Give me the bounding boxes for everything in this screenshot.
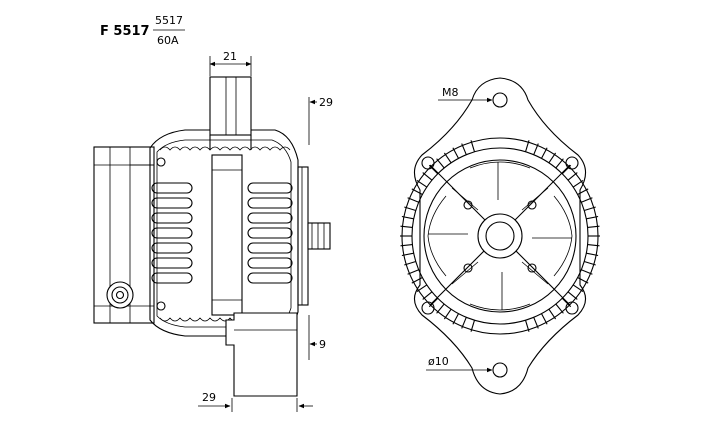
callout-thread: M8 xyxy=(438,86,493,103)
hub-bolt xyxy=(527,200,537,210)
top-mounting-lug xyxy=(209,76,252,136)
drive-shaft xyxy=(307,222,331,250)
rating-label: 60A xyxy=(157,34,179,47)
svg-text:29: 29 xyxy=(202,391,216,404)
dimension-base-offset: 29 xyxy=(198,391,313,412)
bottom-mount-hole xyxy=(492,362,508,378)
hub-bolt xyxy=(463,200,473,210)
hub-bolt xyxy=(463,263,473,273)
side-view: 21 29 9 29 xyxy=(93,50,333,412)
front-plate xyxy=(297,166,309,306)
svg-text:29: 29 xyxy=(319,96,333,109)
mounting-bracket xyxy=(413,77,587,395)
svg-text:21: 21 xyxy=(223,50,237,63)
housing-circle xyxy=(423,159,577,313)
callout-hole-diameter: ø10 xyxy=(426,355,493,373)
dimension-bottom-offset: 9 xyxy=(308,315,326,360)
stator-body xyxy=(149,129,299,337)
corner-bolt xyxy=(421,301,435,315)
front-view: M8 ø10 xyxy=(400,77,600,395)
terminal-post xyxy=(106,281,134,309)
hub-bolt xyxy=(527,263,537,273)
bottom-mounting-lug xyxy=(225,312,298,397)
corner-bolt xyxy=(565,156,579,170)
top-mount-hole xyxy=(492,92,508,108)
part-number: 5517 xyxy=(155,14,183,27)
title-block: F 5517 5517 60A xyxy=(100,14,185,47)
hub xyxy=(477,213,523,259)
cooling-fins-left xyxy=(151,182,193,284)
svg-text:ø10: ø10 xyxy=(428,355,449,368)
dimension-top-offset: 29 xyxy=(308,96,333,145)
corner-bolt xyxy=(421,156,435,170)
cooling-fins-right xyxy=(247,182,293,284)
dimension-pulley-width: 21 xyxy=(209,50,252,76)
center-band xyxy=(211,154,243,316)
model-code: F 5517 xyxy=(100,24,150,39)
svg-text:9: 9 xyxy=(319,338,326,351)
corner-bolt xyxy=(565,301,579,315)
housing-windows xyxy=(427,161,573,311)
rear-housing xyxy=(93,146,155,324)
svg-text:M8: M8 xyxy=(442,86,459,99)
